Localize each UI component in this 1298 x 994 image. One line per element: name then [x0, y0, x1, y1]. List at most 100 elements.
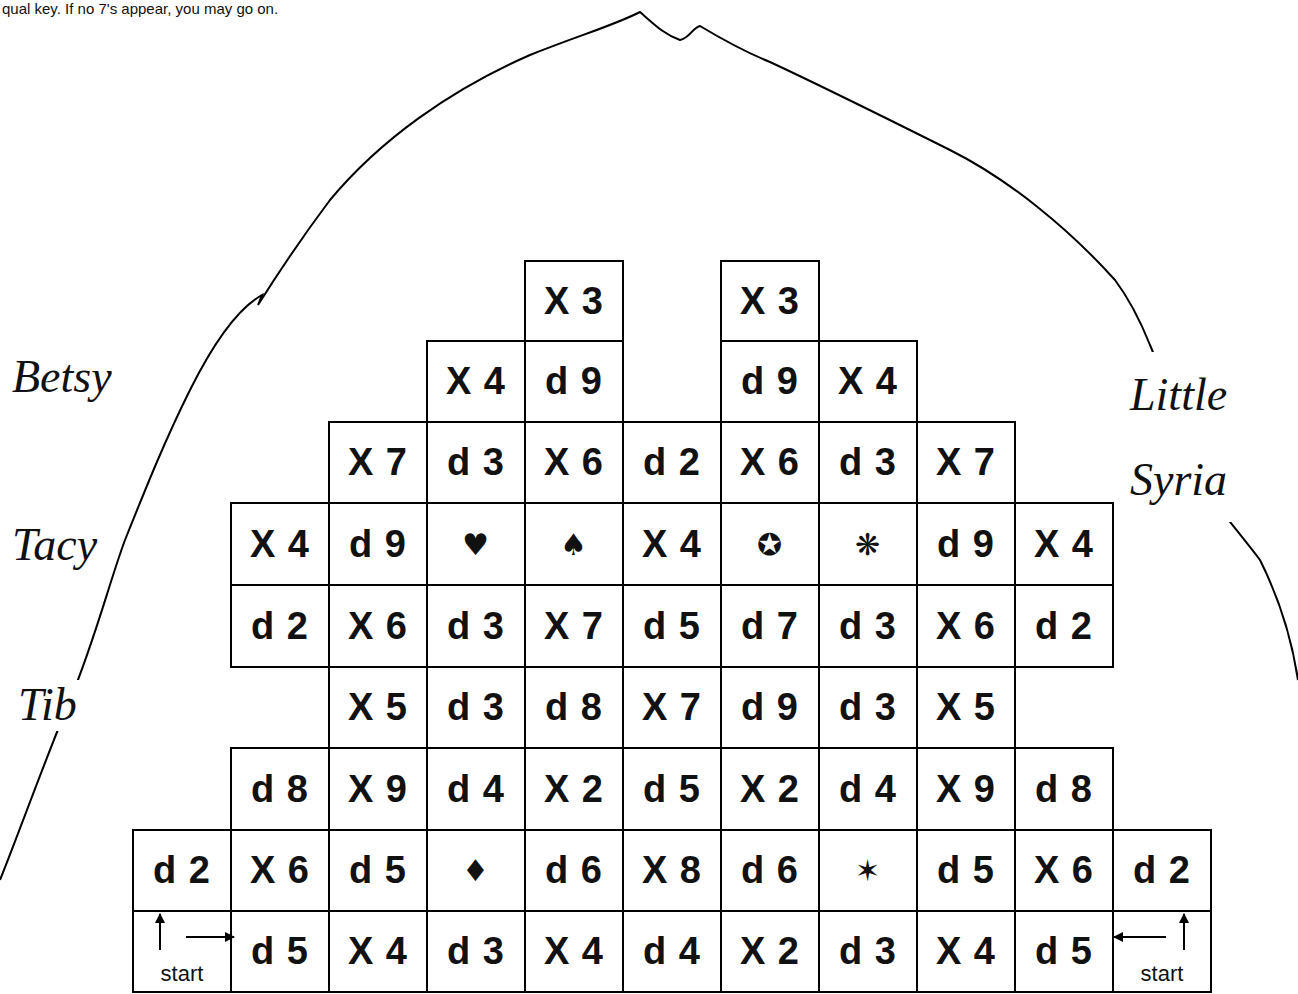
game-square: X 3 — [720, 260, 820, 342]
square-text: X 4 — [446, 360, 506, 403]
game-square: d 3 — [818, 910, 918, 993]
game-square: start — [132, 910, 232, 993]
start-arrow — [1183, 914, 1185, 950]
game-square: d 6 — [524, 829, 624, 912]
game-square: X 6 — [230, 829, 330, 912]
square-text: ♦ — [462, 853, 490, 888]
game-square: X 4 — [328, 910, 428, 993]
rule-note: qual key. If no 7's appear, you may go o… — [2, 0, 278, 17]
square-text: X 4 — [544, 930, 604, 973]
square-text: X 7 — [348, 441, 408, 484]
square-text: X 6 — [1034, 849, 1094, 892]
square-text: X 5 — [348, 686, 408, 729]
square-text: d 5 — [643, 605, 701, 648]
square-text: X 8 — [642, 849, 702, 892]
square-text: d 3 — [447, 441, 505, 484]
start-arrow — [186, 936, 234, 938]
square-text: X 6 — [740, 441, 800, 484]
game-square: X 6 — [916, 584, 1016, 668]
square-text: X 3 — [544, 280, 604, 323]
square-text: X 3 — [740, 280, 800, 323]
game-square: d 3 — [426, 666, 526, 749]
game-square: d 2 — [132, 829, 232, 912]
game-square: X 6 — [328, 584, 428, 668]
game-square: start — [1112, 910, 1212, 993]
square-text: d 3 — [839, 686, 897, 729]
game-square: ♥ — [426, 502, 526, 586]
square-text: X 4 — [838, 360, 898, 403]
square-text: d 8 — [251, 768, 309, 811]
game-square: d 6 — [720, 829, 820, 912]
game-square: d 5 — [230, 910, 330, 993]
square-text: d 3 — [447, 605, 505, 648]
game-square: d 4 — [622, 910, 722, 993]
game-square: d 9 — [720, 340, 820, 423]
place-name: Tib — [14, 680, 81, 731]
game-square: d 3 — [426, 910, 526, 993]
game-square: X 7 — [328, 421, 428, 504]
square-text: ❋ — [855, 527, 881, 562]
game-square: X 6 — [524, 421, 624, 504]
game-square: X 3 — [524, 260, 624, 342]
game-square: d 2 — [622, 421, 722, 504]
game-square: d 4 — [426, 747, 526, 831]
square-text: X 6 — [936, 605, 996, 648]
square-text: d 8 — [1035, 768, 1093, 811]
square-text: d 9 — [545, 360, 603, 403]
game-square: d 5 — [622, 747, 722, 831]
place-name: Tacy — [8, 520, 101, 571]
game-square: d 8 — [230, 747, 330, 831]
game-square: d 5 — [328, 829, 428, 912]
game-square: d 3 — [426, 421, 526, 504]
game-square: d 8 — [524, 666, 624, 749]
square-text: d 2 — [1133, 849, 1191, 892]
game-square: d 8 — [1014, 747, 1114, 831]
game-square: X 4 — [524, 910, 624, 993]
square-text: X 9 — [348, 768, 408, 811]
game-square: d 9 — [328, 502, 428, 586]
game-square: X 4 — [622, 502, 722, 586]
square-text: X 4 — [250, 523, 310, 566]
place-name: Betsy — [8, 352, 116, 403]
game-square: d 5 — [622, 584, 722, 668]
game-square: d 9 — [916, 502, 1016, 586]
square-text: X 6 — [544, 441, 604, 484]
game-square: X 7 — [916, 421, 1016, 504]
square-text: d 2 — [251, 605, 309, 648]
square-text: d 5 — [1035, 930, 1093, 973]
game-square: X 7 — [622, 666, 722, 749]
square-text: ✪ — [757, 527, 783, 562]
square-text: d 5 — [937, 849, 995, 892]
square-text: X 4 — [348, 930, 408, 973]
game-square: d 2 — [230, 584, 330, 668]
square-text: start — [1141, 961, 1184, 991]
square-text: d 9 — [349, 523, 407, 566]
game-square: X 8 — [622, 829, 722, 912]
game-square: d 3 — [818, 584, 918, 668]
square-text: X 4 — [936, 930, 996, 973]
square-text: X 2 — [740, 768, 800, 811]
game-square: d 9 — [720, 666, 820, 749]
game-square: d 5 — [916, 829, 1016, 912]
square-text: start — [161, 961, 204, 991]
square-text: X 7 — [544, 605, 604, 648]
game-square: d 5 — [1014, 910, 1114, 993]
game-square: X 2 — [524, 747, 624, 831]
game-square: X 4 — [916, 910, 1016, 993]
game-square: X 4 — [230, 502, 330, 586]
square-text: X 5 — [936, 686, 996, 729]
game-square: X 2 — [720, 910, 820, 993]
square-text: d 3 — [447, 930, 505, 973]
square-text: X 9 — [936, 768, 996, 811]
square-text: d 6 — [741, 849, 799, 892]
game-square: d 7 — [720, 584, 820, 668]
game-square: X 6 — [1014, 829, 1114, 912]
game-square: d 3 — [426, 584, 526, 668]
game-square: ✪ — [720, 502, 820, 586]
square-text: d 7 — [741, 605, 799, 648]
game-square: X 4 — [1014, 502, 1114, 586]
square-text: d 3 — [839, 605, 897, 648]
square-text: d 4 — [447, 768, 505, 811]
